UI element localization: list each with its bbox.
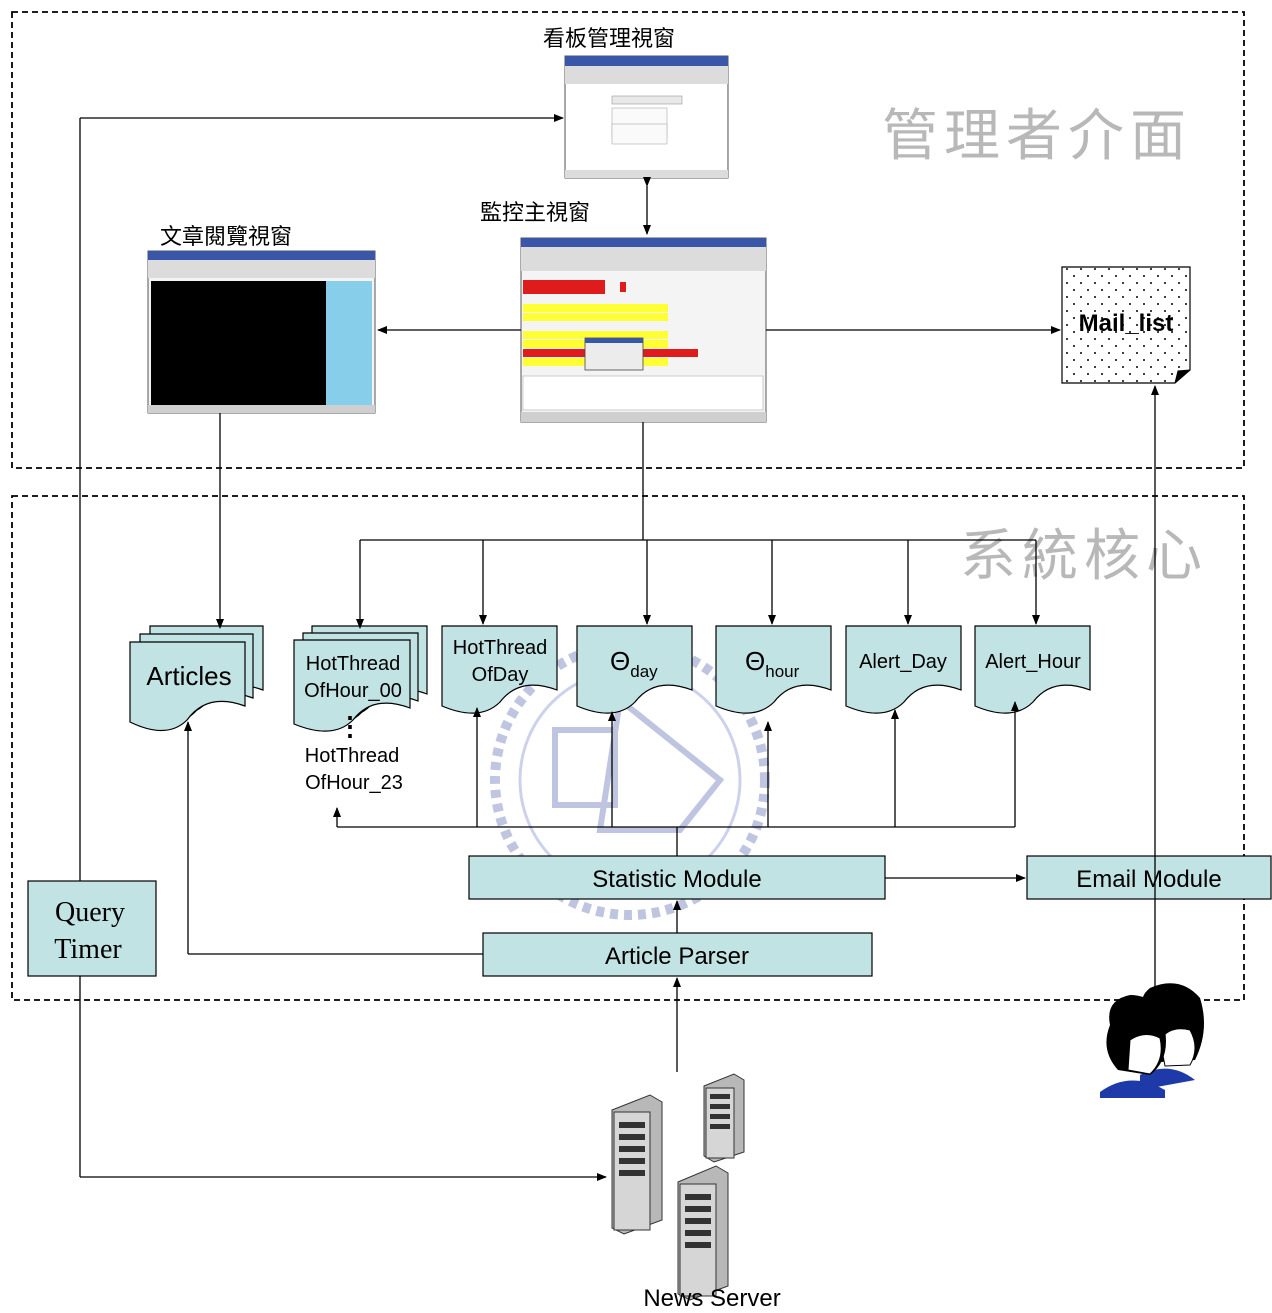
connectors	[79, 114, 1159, 1181]
mail-list-label: Mail_list	[1079, 310, 1174, 337]
hot-hour-ellipsis: ⋮	[337, 711, 363, 741]
board-mgmt-window-title: 看板管理視窗	[543, 27, 675, 52]
admin-zone-boundary	[11, 11, 1245, 469]
article-parser-label: Article Parser	[605, 943, 749, 970]
articles-label: Articles	[146, 661, 231, 691]
server-tower-back	[703, 1073, 745, 1163]
query-timer-line2: Timer	[54, 934, 122, 965]
users-icon	[1100, 983, 1204, 1098]
alert-day-file[interactable]: Alert_Day	[845, 625, 962, 714]
news-server-label: News Server	[643, 1285, 780, 1312]
hot-thread-of-day-file[interactable]: HotThread OfDay	[441, 625, 558, 714]
query-timer-line1: Query	[55, 897, 125, 928]
hot-hour-top-line1: HotThread	[306, 653, 401, 675]
hot-hour-last-line1: HotThread	[305, 745, 400, 767]
theta-hour-label: Θhour	[745, 646, 800, 681]
alert-day-label: Alert_Day	[859, 651, 947, 673]
hot-hour-last-line2: OfHour_23	[305, 772, 403, 794]
article-parser[interactable]: Article Parser	[482, 932, 873, 977]
core-zone-label: 系統核心	[960, 524, 1208, 589]
alert-hour-file[interactable]: Alert_Hour	[974, 625, 1091, 714]
mail-list-file[interactable]: Mail_list	[1061, 266, 1191, 384]
theta-day-label: Θday	[610, 646, 658, 681]
theta-day-file[interactable]: Θday	[576, 625, 693, 714]
article-view-window-title: 文章閱覽視窗	[160, 225, 292, 250]
alert-hour-label: Alert_Hour	[985, 651, 1081, 673]
article-view-window[interactable]	[147, 250, 376, 414]
email-module[interactable]: Email Module	[1026, 855, 1272, 900]
admin-zone-label: 管理者介面	[882, 104, 1192, 169]
board-mgmt-window[interactable]	[564, 55, 729, 179]
query-timer[interactable]: Query Timer	[27, 880, 157, 977]
server-tower-left	[611, 1094, 663, 1235]
hot-day-line1: HotThread	[453, 637, 548, 659]
statistic-module-label: Statistic Module	[592, 866, 761, 893]
core-zone-boundary	[11, 495, 1245, 1001]
theta-hour-file[interactable]: Θhour	[715, 625, 832, 714]
hot-hour-top-line2: OfHour_00	[304, 680, 402, 702]
hot-day-line2: OfDay	[472, 664, 529, 686]
articles-file[interactable]: Articles	[129, 625, 264, 732]
hot-thread-of-hour-file[interactable]: HotThread OfHour_00 ⋮ HotThread OfHour_2…	[293, 625, 428, 794]
email-module-label: Email Module	[1076, 866, 1221, 893]
monitor-main-window-title: 監控主視窗	[480, 201, 590, 226]
news-server-icon: News Server	[611, 1073, 781, 1312]
server-tower-front	[677, 1165, 729, 1301]
monitor-main-window[interactable]	[520, 237, 767, 423]
statistic-module[interactable]: Statistic Module	[468, 855, 886, 900]
